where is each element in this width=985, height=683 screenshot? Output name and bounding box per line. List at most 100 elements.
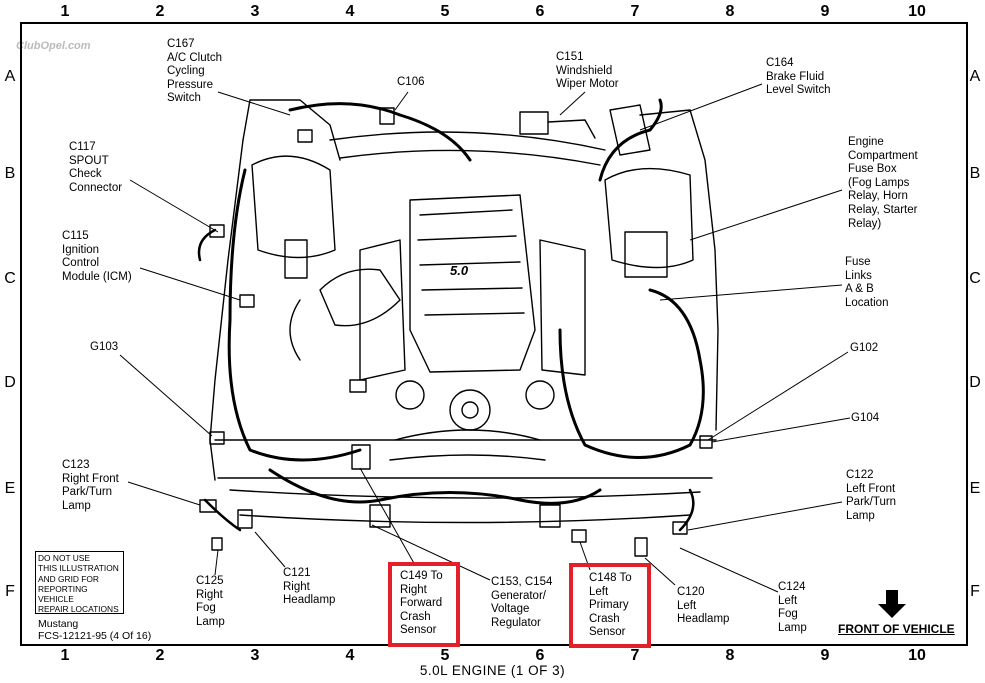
label-g103-line: G103 — [90, 341, 119, 353]
label-c153-c154-line: C153, C154 — [491, 576, 553, 588]
label-engine-fuse-box-line: (Fog Lamps — [848, 176, 910, 189]
label-c115-line: Module (ICM) — [62, 270, 132, 283]
grid-label: E — [969, 480, 981, 497]
label-engine-fuse-box-line: Engine — [848, 136, 884, 148]
label-fuse-links-line: Fuse — [845, 256, 871, 268]
label-engine-fuse-box-line: Relay) — [848, 217, 882, 230]
label-c125-line: C125 — [196, 575, 224, 587]
highlight-c149 — [388, 562, 460, 647]
grid-label: 6 — [535, 647, 545, 664]
label-c125-line: Lamp — [196, 615, 225, 628]
label-c115-line: Control — [62, 257, 100, 270]
right-valve-cover — [359, 239, 406, 381]
grid-label: 7 — [630, 647, 640, 664]
label-engine-fuse-box-line: Fuse Box — [848, 163, 897, 176]
label-c117-line: C117 — [69, 141, 96, 153]
grid-label: D — [969, 374, 981, 391]
label-c125-line: Fog — [196, 602, 216, 615]
grid-label: F — [970, 583, 980, 600]
label-c122-line: Left Front — [846, 482, 896, 495]
grid-label: A — [4, 68, 16, 85]
grid-label: 2 — [155, 3, 165, 20]
grid-label: A — [969, 68, 981, 85]
leader-c120 — [644, 557, 676, 586]
grid-label: 10 — [908, 647, 926, 664]
leader-c123 — [127, 481, 201, 506]
grid-label: 7 — [630, 3, 640, 20]
label-fuse-links-line: Links — [845, 269, 872, 282]
leader-g103 — [119, 354, 213, 437]
label-c148-line: Crash — [589, 612, 620, 625]
label-c151-line: Windshield — [556, 64, 613, 77]
footer-title: 5.0L ENGINE (1 OF 3) — [419, 663, 566, 678]
leader-c125 — [214, 549, 219, 576]
leader-c153 — [371, 524, 491, 581]
engine-fuse-box-shape — [624, 231, 668, 278]
notice-box-line: THIS ILLUSTRATION — [38, 563, 119, 574]
leader-c115 — [139, 267, 241, 301]
label-c149-line: Crash — [400, 610, 431, 623]
grid-label: 5 — [440, 647, 450, 664]
front-arrow-icon — [878, 590, 906, 618]
right-strut-tower — [251, 155, 336, 259]
label-c164-line: Brake Fluid — [766, 70, 825, 83]
label-g103: G103 — [90, 341, 118, 355]
label-c151-line: C151 — [556, 51, 584, 63]
throttle-body — [319, 268, 401, 327]
leader-c122 — [687, 501, 843, 531]
label-c149-line: Right — [400, 583, 427, 596]
label-c115-line: Ignition — [62, 243, 100, 256]
label-c117-line: SPOUT — [69, 154, 109, 167]
grid-label: D — [4, 374, 16, 391]
grid-label: 9 — [820, 647, 830, 664]
highlight-c148 — [569, 563, 651, 648]
label-c148-line: Left — [589, 585, 609, 598]
leader-fuselinks — [659, 284, 843, 301]
label-c164-line: Level Switch — [766, 84, 831, 97]
label-engine-fuse-box-line: Relay, Starter — [848, 203, 918, 216]
label-c153-c154-line: Generator/ — [491, 589, 546, 602]
label-c123-line: Lamp — [62, 499, 91, 512]
notice-box-line: REPORTING VEHICLE — [38, 583, 88, 605]
leader-c167 — [217, 91, 291, 116]
label-c124-line: C124 — [778, 581, 806, 593]
grid-label: 4 — [345, 3, 355, 20]
label-fuse-links-line: A & B — [845, 283, 874, 296]
label-g102-line: G102 — [850, 342, 879, 354]
label-c124-line: Left — [778, 594, 798, 607]
grid-label: 2 — [155, 647, 165, 664]
label-c106-line: C106 — [397, 76, 425, 88]
front-of-vehicle-label: FRONT OF VEHICLE — [838, 622, 955, 636]
grid-label: F — [5, 583, 15, 600]
label-c121-line: Right — [283, 580, 310, 593]
leader-fusebox — [689, 189, 843, 241]
label-c149-line: Sensor — [400, 624, 437, 637]
label-c122-line: C122 — [846, 469, 874, 481]
label-c122-line: Park/Turn — [846, 496, 897, 509]
left-strut-tower — [604, 167, 694, 269]
leader-c124 — [679, 547, 779, 593]
leader-c106 — [394, 91, 409, 111]
label-c148-line: C148 To — [589, 572, 632, 584]
grid-label: B — [4, 165, 16, 182]
grid-label: 10 — [908, 3, 926, 20]
right-fender-line — [242, 99, 341, 161]
leader-c149 — [359, 467, 416, 566]
label-c106: C106 — [397, 76, 425, 90]
label-c153-c154-line: Voltage — [491, 603, 530, 616]
left-valve-cover — [539, 239, 586, 376]
label-c167-line: Switch — [167, 92, 201, 105]
label-c148-line: Sensor — [589, 626, 626, 639]
grid-label: 1 — [60, 3, 70, 20]
label-c115-line: C115 — [62, 230, 89, 242]
